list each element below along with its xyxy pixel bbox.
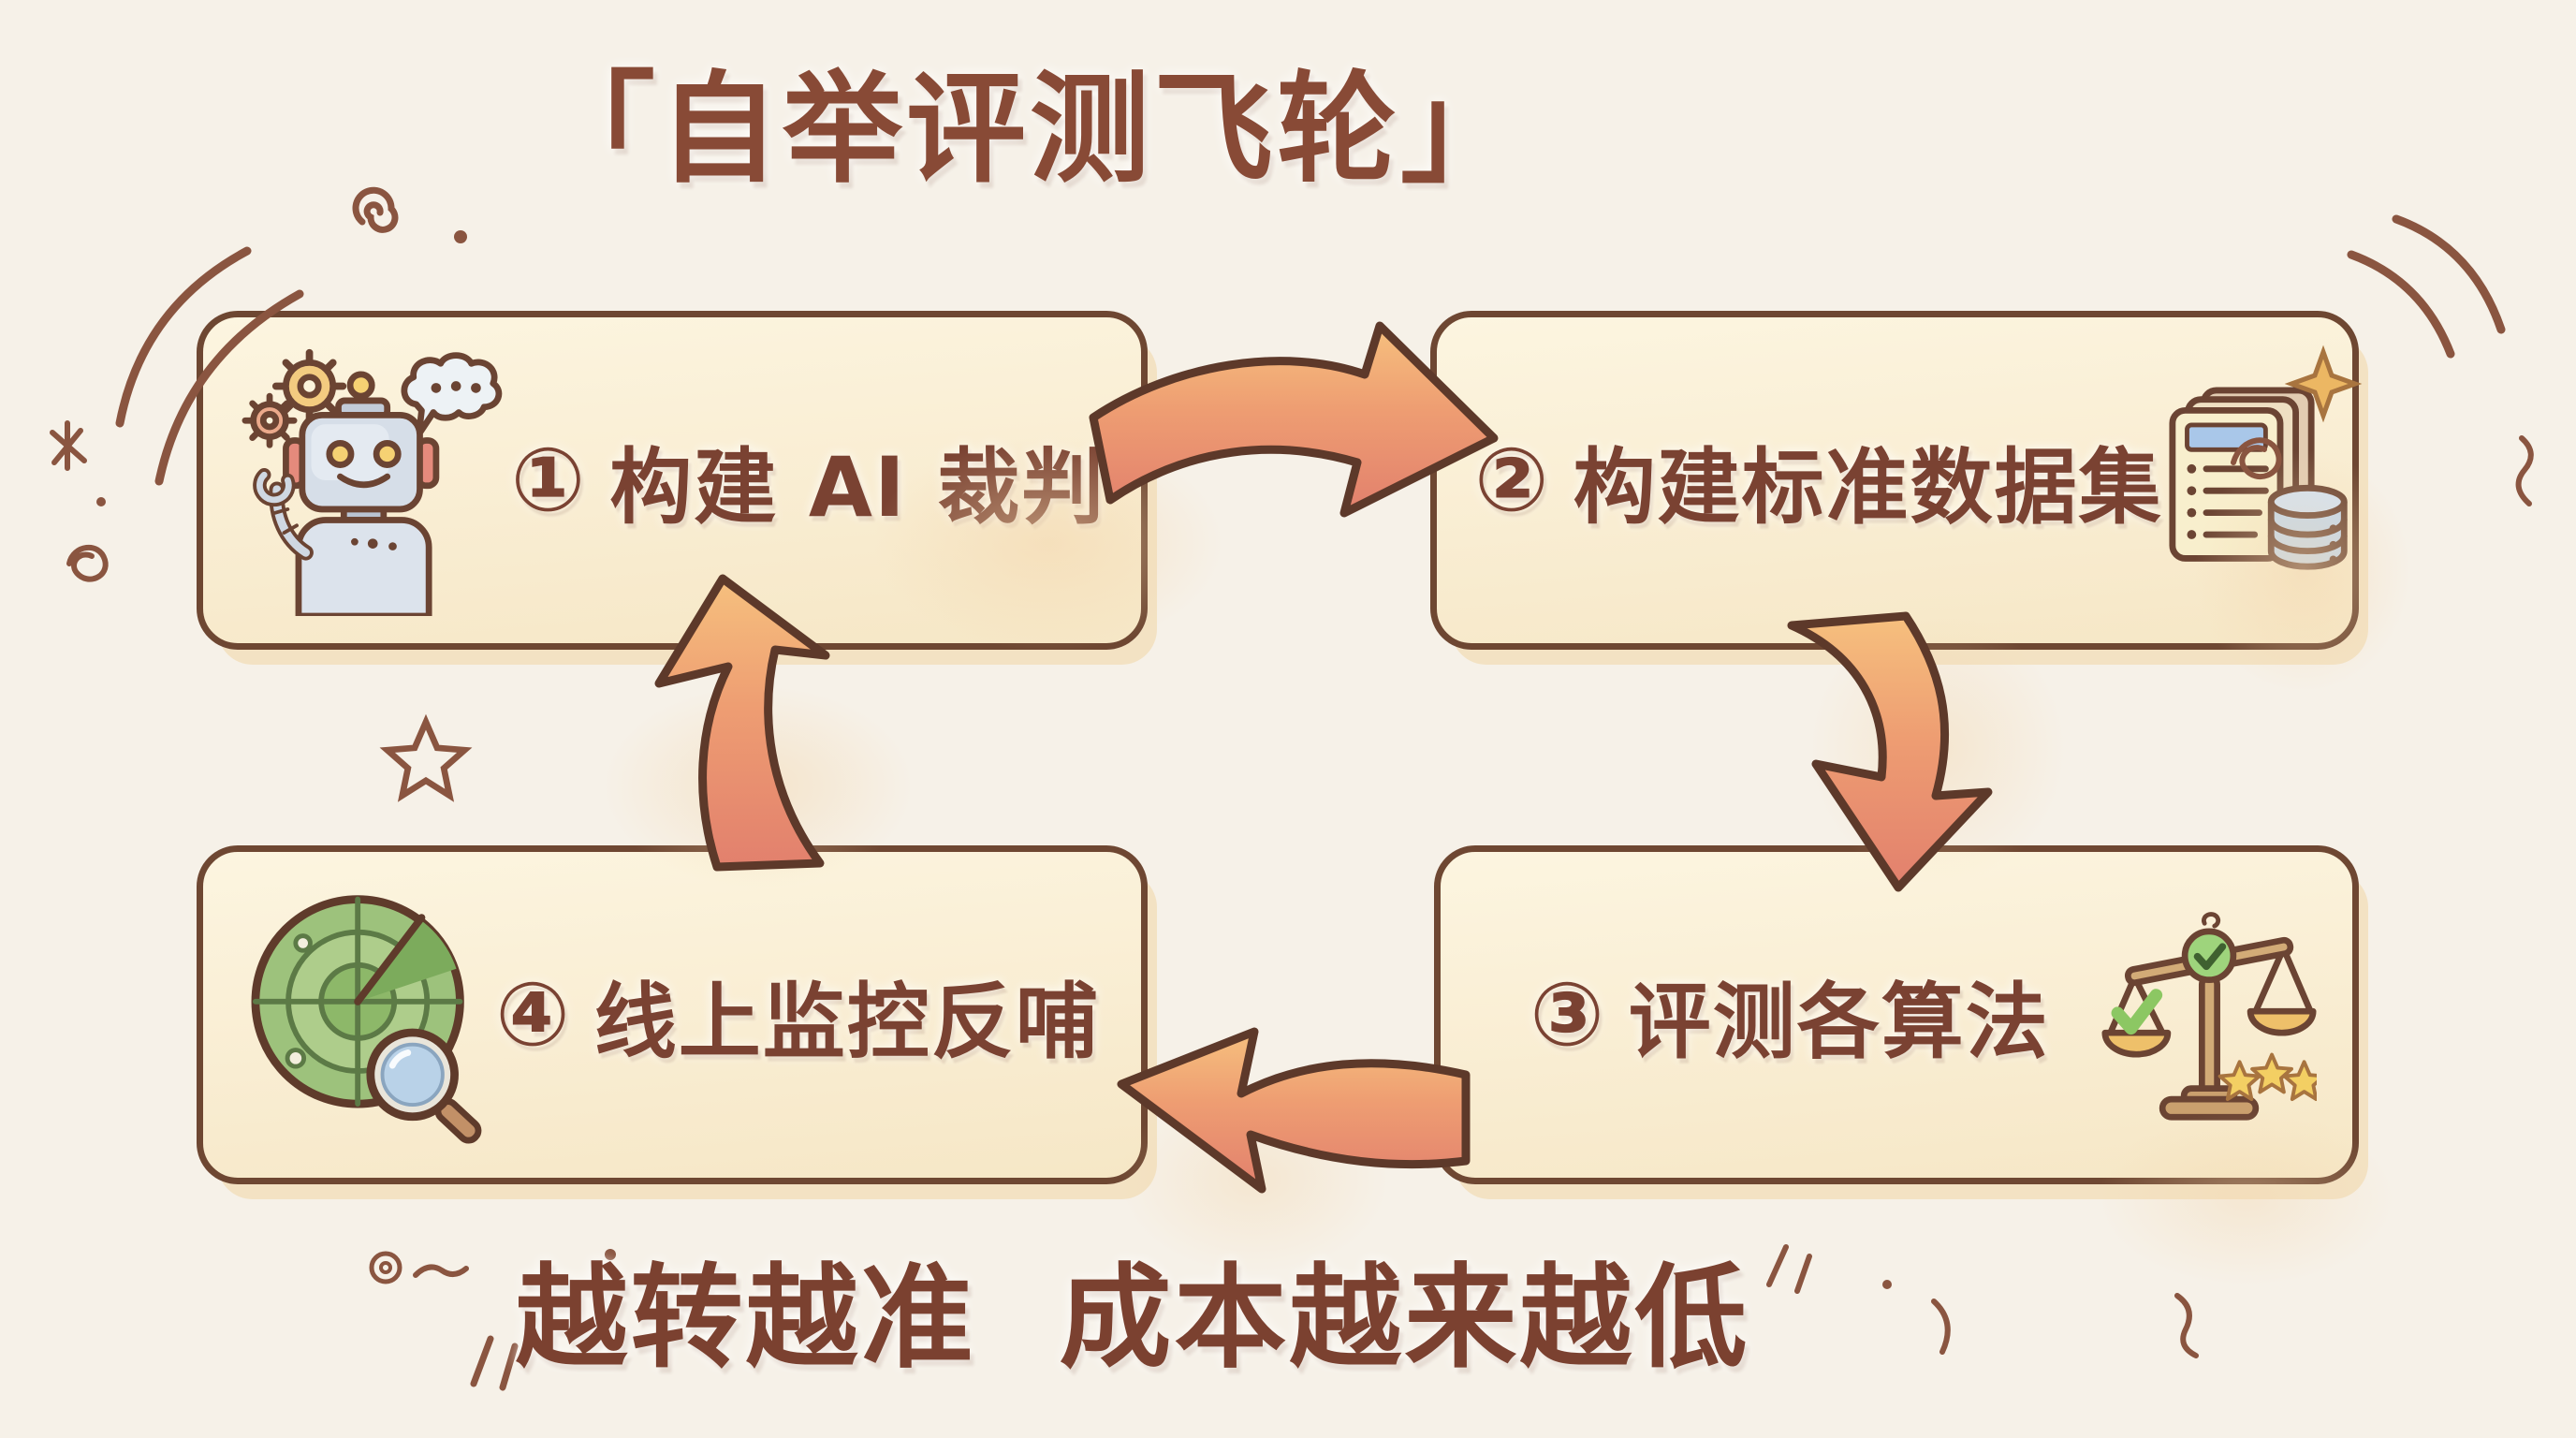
step-2-text: ② 构建标准数据集 bbox=[1474, 421, 2163, 540]
gear-small-icon bbox=[242, 392, 298, 448]
magnifier-icon bbox=[366, 1028, 482, 1144]
step-1-text: ① 构建 AI 裁判 bbox=[504, 421, 1113, 540]
rating-stars-icon bbox=[2217, 1052, 2317, 1101]
step-3-box: ③ 评测各算法 bbox=[1434, 845, 2359, 1184]
balance-scale-icon bbox=[2101, 911, 2317, 1121]
arrow-step3-to-step4 bbox=[1117, 1027, 1471, 1194]
step-3-number: ③ bbox=[1530, 963, 1606, 1066]
step-4-box: ④ 线上监控反哺 bbox=[197, 845, 1148, 1184]
step-1-number: ① bbox=[510, 429, 588, 532]
speech-bubble-icon bbox=[401, 352, 503, 438]
speed-lines-top-right bbox=[2392, 214, 2506, 334]
dot-doodle bbox=[454, 230, 467, 243]
step-2-box: ② 构建标准数据集 bbox=[1430, 311, 2359, 650]
documents-database-icon bbox=[2169, 387, 2348, 570]
radar-magnifier-icon bbox=[251, 895, 482, 1144]
step-1-box: ① 构建 AI 裁判 bbox=[197, 311, 1148, 650]
gear-icon bbox=[271, 348, 347, 424]
step-3-text: ③ 评测各算法 bbox=[1478, 956, 2101, 1075]
asterisk-doodle bbox=[50, 420, 87, 471]
dot-doodle bbox=[1882, 1280, 1892, 1289]
speed-lines-top-right bbox=[2347, 250, 2455, 359]
spiral-doodle bbox=[352, 186, 399, 233]
arc-doodle bbox=[1931, 1299, 1951, 1355]
wave-doodle bbox=[2515, 435, 2534, 506]
robot-icon bbox=[242, 348, 503, 616]
coil-doodle bbox=[66, 544, 109, 582]
page-title: 「自举评测飞轮」 bbox=[534, 60, 1524, 199]
step-2-label: 构建标准数据集 bbox=[1573, 438, 2163, 536]
curl-doodle bbox=[2174, 1293, 2199, 1358]
step-1-label: 构建 AI 裁判 bbox=[609, 438, 1106, 536]
step-2-number: ② bbox=[1474, 429, 1551, 532]
step-3-label: 评测各算法 bbox=[1628, 973, 2050, 1070]
tagline: 越转越准 成本越来越低 bbox=[515, 1254, 1750, 1384]
step-4-label: 线上监控反哺 bbox=[593, 973, 1100, 1070]
step-4-number: ④ bbox=[495, 963, 572, 1066]
step-4-text: ④ 线上监控反哺 bbox=[482, 956, 1113, 1075]
dot-doodle bbox=[96, 497, 106, 506]
star-outline-doodle bbox=[379, 713, 473, 802]
ring-doodle bbox=[379, 1261, 392, 1274]
